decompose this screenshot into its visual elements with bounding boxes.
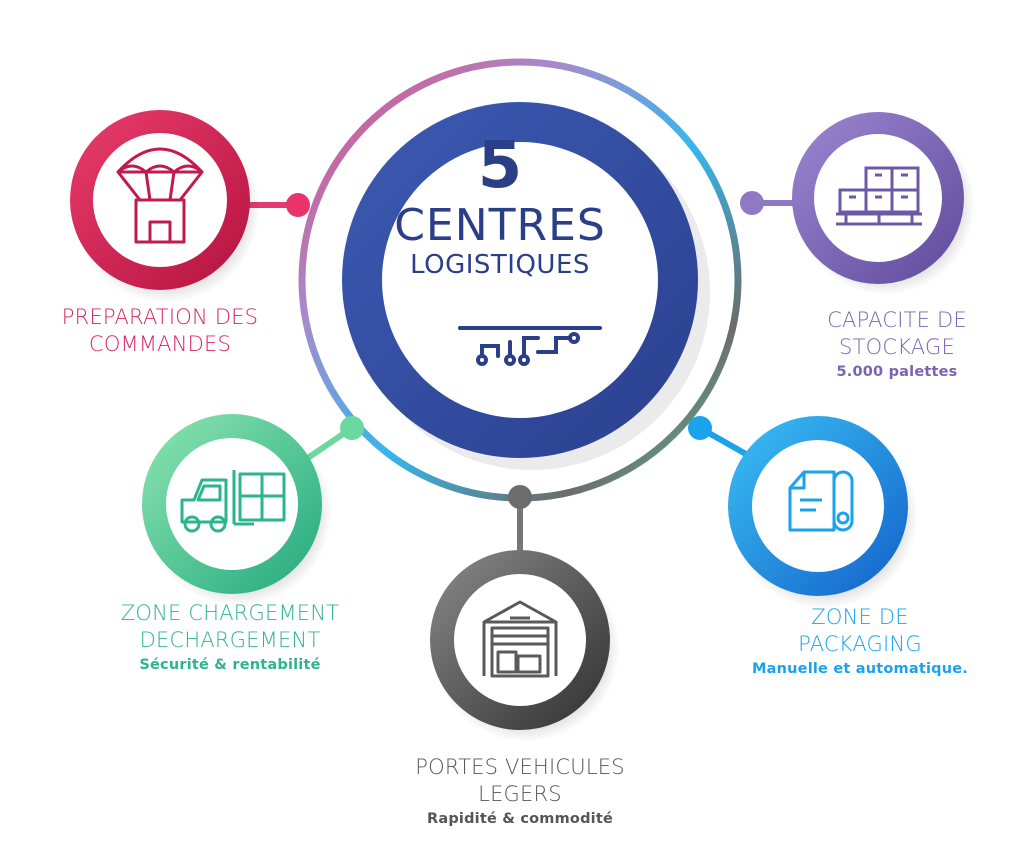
label-portes: PORTES VEHICULES LEGERS Rapidité & commo…: [362, 754, 678, 830]
center-line2: LOGISTIQUES: [410, 250, 590, 280]
center-title: 5 CENTRES LOGISTIQUES: [330, 130, 670, 280]
stockage-line1: CAPACITE DE: [827, 308, 967, 332]
packaging-line1: ZONE DE: [811, 605, 909, 629]
label-preparation: PREPARATION DES COMMANDES: [10, 304, 310, 358]
dot-preparation: [286, 193, 310, 217]
node-portes: [430, 550, 620, 742]
circuit-icon: [458, 326, 602, 366]
center-number: 5: [477, 129, 523, 203]
center-inner: [382, 142, 658, 418]
node-preparation: [70, 110, 260, 303]
dot-portes: [508, 485, 532, 509]
pallet-boxes-icon: [836, 166, 922, 226]
dot-packaging: [688, 416, 712, 440]
portes-line2: LEGERS: [478, 782, 562, 806]
warehouse-door-icon: [482, 600, 558, 678]
chargement-line1: ZONE CHARGEMENT: [120, 601, 340, 625]
node-packaging: [728, 416, 918, 609]
packaging-line2: PACKAGING: [798, 632, 922, 656]
dot-stockage: [740, 191, 764, 215]
preparation-line2: COMMANDES: [88, 332, 232, 356]
dot-chargement: [340, 416, 364, 440]
parachute-box-icon: [116, 147, 204, 244]
label-packaging: ZONE DE PACKAGING Manuelle et automatiqu…: [700, 604, 1020, 680]
stockage-sub: 5.000 palettes: [836, 364, 958, 380]
forklift-icon: [180, 470, 286, 533]
chargement-line2: DECHARGEMENT: [139, 628, 321, 652]
node-stockage: [792, 112, 975, 295]
packaging-sub: Manuelle et automatique.: [752, 661, 968, 677]
stockage-line2: STOCKAGE: [839, 335, 955, 359]
node-chargement: [142, 414, 332, 606]
label-stockage: CAPACITE DE STOCKAGE 5.000 palettes: [780, 307, 1014, 383]
portes-sub: Rapidité & commodité: [426, 811, 613, 827]
preparation-line1: PREPARATION DES: [61, 305, 259, 329]
chargement-sub: Sécurité & rentabilité: [139, 657, 321, 673]
label-chargement: ZONE CHARGEMENT DECHARGEMENT Sécurité & …: [70, 600, 390, 676]
center-line1: CENTRES: [394, 200, 606, 251]
portes-line1: PORTES VEHICULES: [415, 755, 625, 779]
film-roll-icon: [788, 470, 854, 532]
